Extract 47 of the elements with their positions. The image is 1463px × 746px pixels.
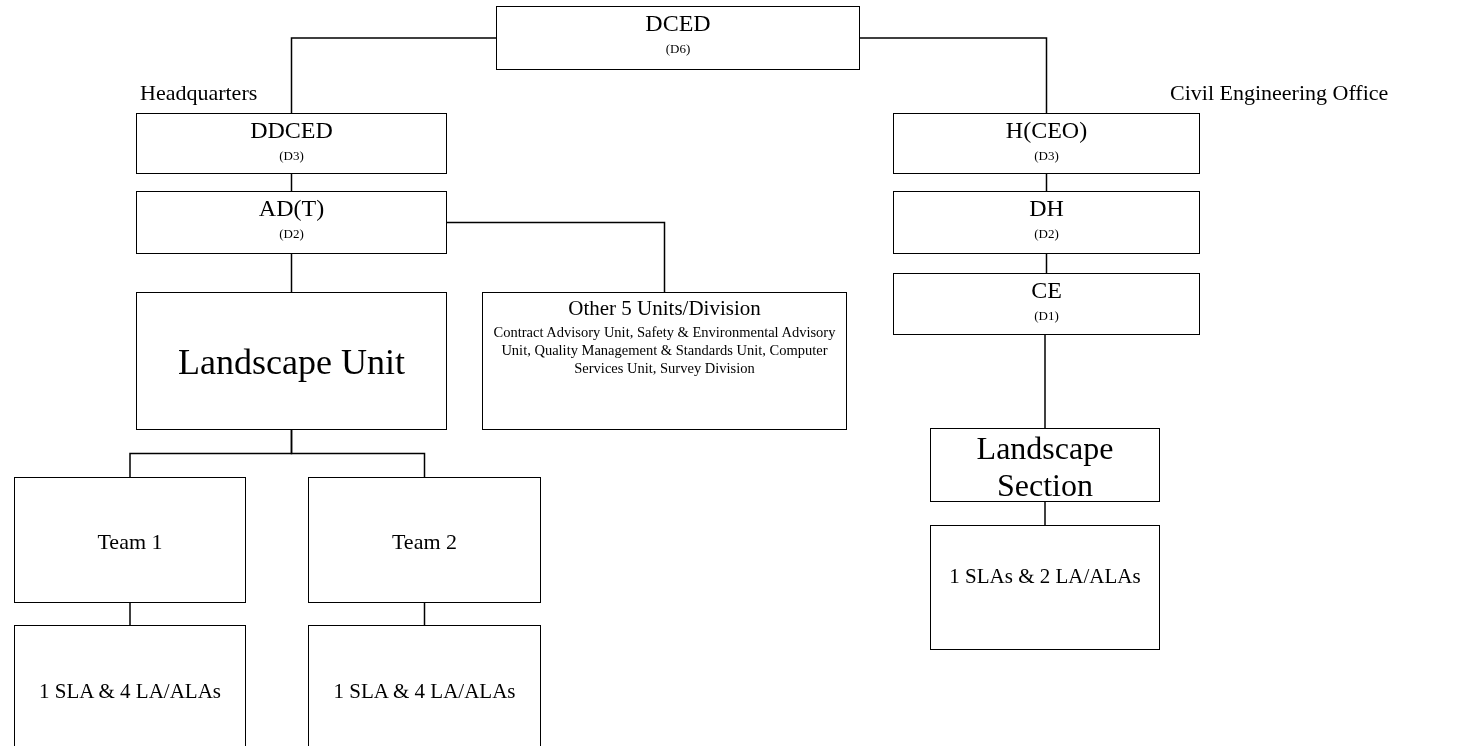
- unit-name: DCED: [645, 10, 711, 38]
- unit-name: AD(T): [258, 195, 325, 223]
- org-box: [14, 477, 246, 603]
- org-box: [14, 625, 246, 746]
- org-box: [893, 273, 1200, 335]
- org-box: [136, 191, 447, 254]
- org-box: [893, 113, 1200, 174]
- org-box: [496, 6, 860, 70]
- grade-label: (D3): [1034, 147, 1059, 164]
- grade-label: (D6): [665, 40, 691, 57]
- unit-name: 1 SLAs & 2 LA/ALAs: [949, 564, 1141, 589]
- connector-line: [423, 602, 426, 626]
- grade-label: (D2): [279, 225, 304, 242]
- grade-label: (D3): [279, 147, 304, 164]
- connector-line: [290, 429, 426, 478]
- org-box: [308, 477, 541, 603]
- section-label: Headquarters: [140, 80, 258, 106]
- org-box: [893, 191, 1200, 254]
- org-box: [482, 292, 847, 430]
- unit-name: Team 2: [391, 528, 457, 555]
- grade-label: (D1): [1034, 307, 1059, 324]
- unit-name: Other 5 Units/Division: [568, 296, 761, 321]
- unit-name: Team 1: [97, 528, 163, 555]
- connector-line: [129, 602, 131, 626]
- unit-name: DDCED: [250, 117, 333, 145]
- org-box: [930, 525, 1160, 650]
- org-box: [930, 428, 1160, 502]
- grade-label: (D2): [1034, 225, 1059, 242]
- unit-name: CE: [1031, 277, 1062, 305]
- connector-line: [1044, 334, 1046, 429]
- unit-name: Landscape Section: [975, 429, 1115, 504]
- org-box: [136, 113, 447, 174]
- section-label: Civil Engineering Office: [1170, 80, 1389, 106]
- unit-name: DH: [1029, 195, 1064, 223]
- unit-name: H(CEO): [1005, 117, 1088, 145]
- unit-list: Contract Advisory Unit, Safety & Environmental Advisory Unit, Quality Management & Standards Unit, Computer Services Unit, Survey Division: [489, 323, 840, 378]
- org-box: [308, 625, 541, 746]
- connector-line: [859, 37, 1048, 114]
- connector-line: [1044, 501, 1046, 526]
- connector-line: [290, 253, 293, 293]
- connector-line: [290, 37, 497, 114]
- connector-line: [1045, 253, 1048, 274]
- unit-name: 1 SLA & 4 LA/ALAs: [333, 679, 516, 704]
- org-box: [136, 292, 447, 430]
- unit-name: 1 SLA & 4 LA/ALAs: [39, 679, 221, 704]
- connector-line: [446, 221, 666, 293]
- unit-name: Landscape Unit: [178, 341, 405, 384]
